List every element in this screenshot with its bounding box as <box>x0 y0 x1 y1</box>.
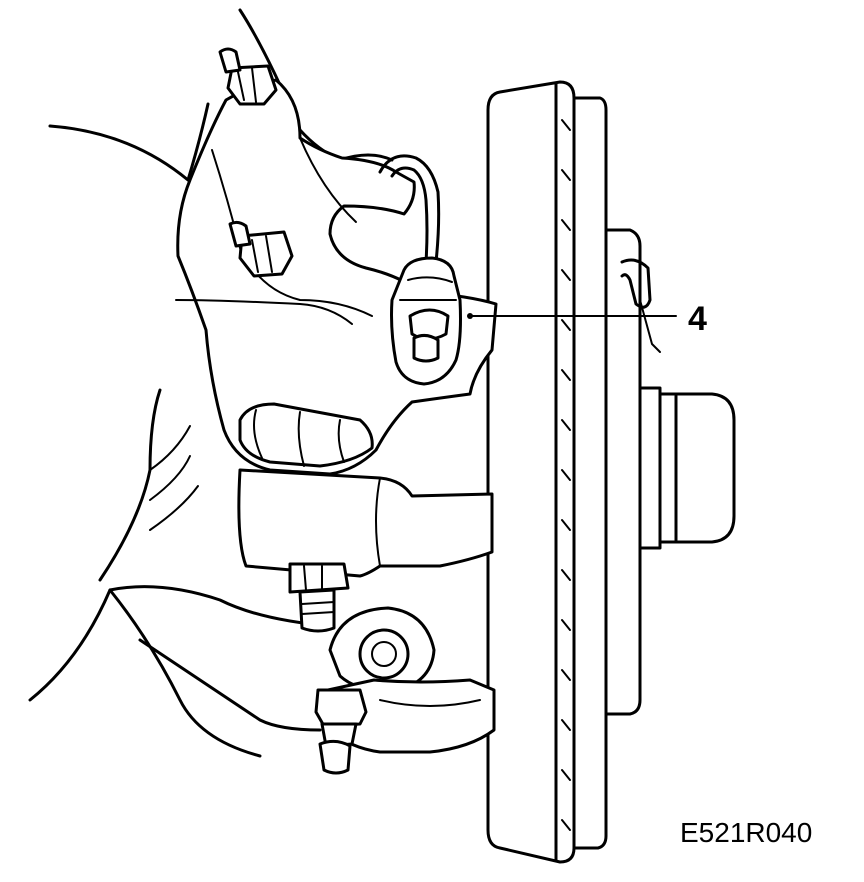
abs-sensor-cable <box>378 154 441 264</box>
middle-bolt <box>228 220 294 278</box>
tie-rod-nut <box>288 562 350 633</box>
upper-bolt <box>218 47 278 106</box>
callout-4-label: 4 <box>688 300 707 338</box>
lower-bolt <box>314 688 368 775</box>
brake-disc <box>486 80 608 864</box>
wheel-hub <box>604 228 736 716</box>
abs-sensor <box>390 256 462 386</box>
callout-4: 4 <box>467 300 707 338</box>
figure-code: E521R040 <box>680 817 812 848</box>
lower-ball-joint <box>328 606 436 693</box>
lower-control-arm <box>108 588 496 758</box>
steering-arm <box>28 388 494 702</box>
